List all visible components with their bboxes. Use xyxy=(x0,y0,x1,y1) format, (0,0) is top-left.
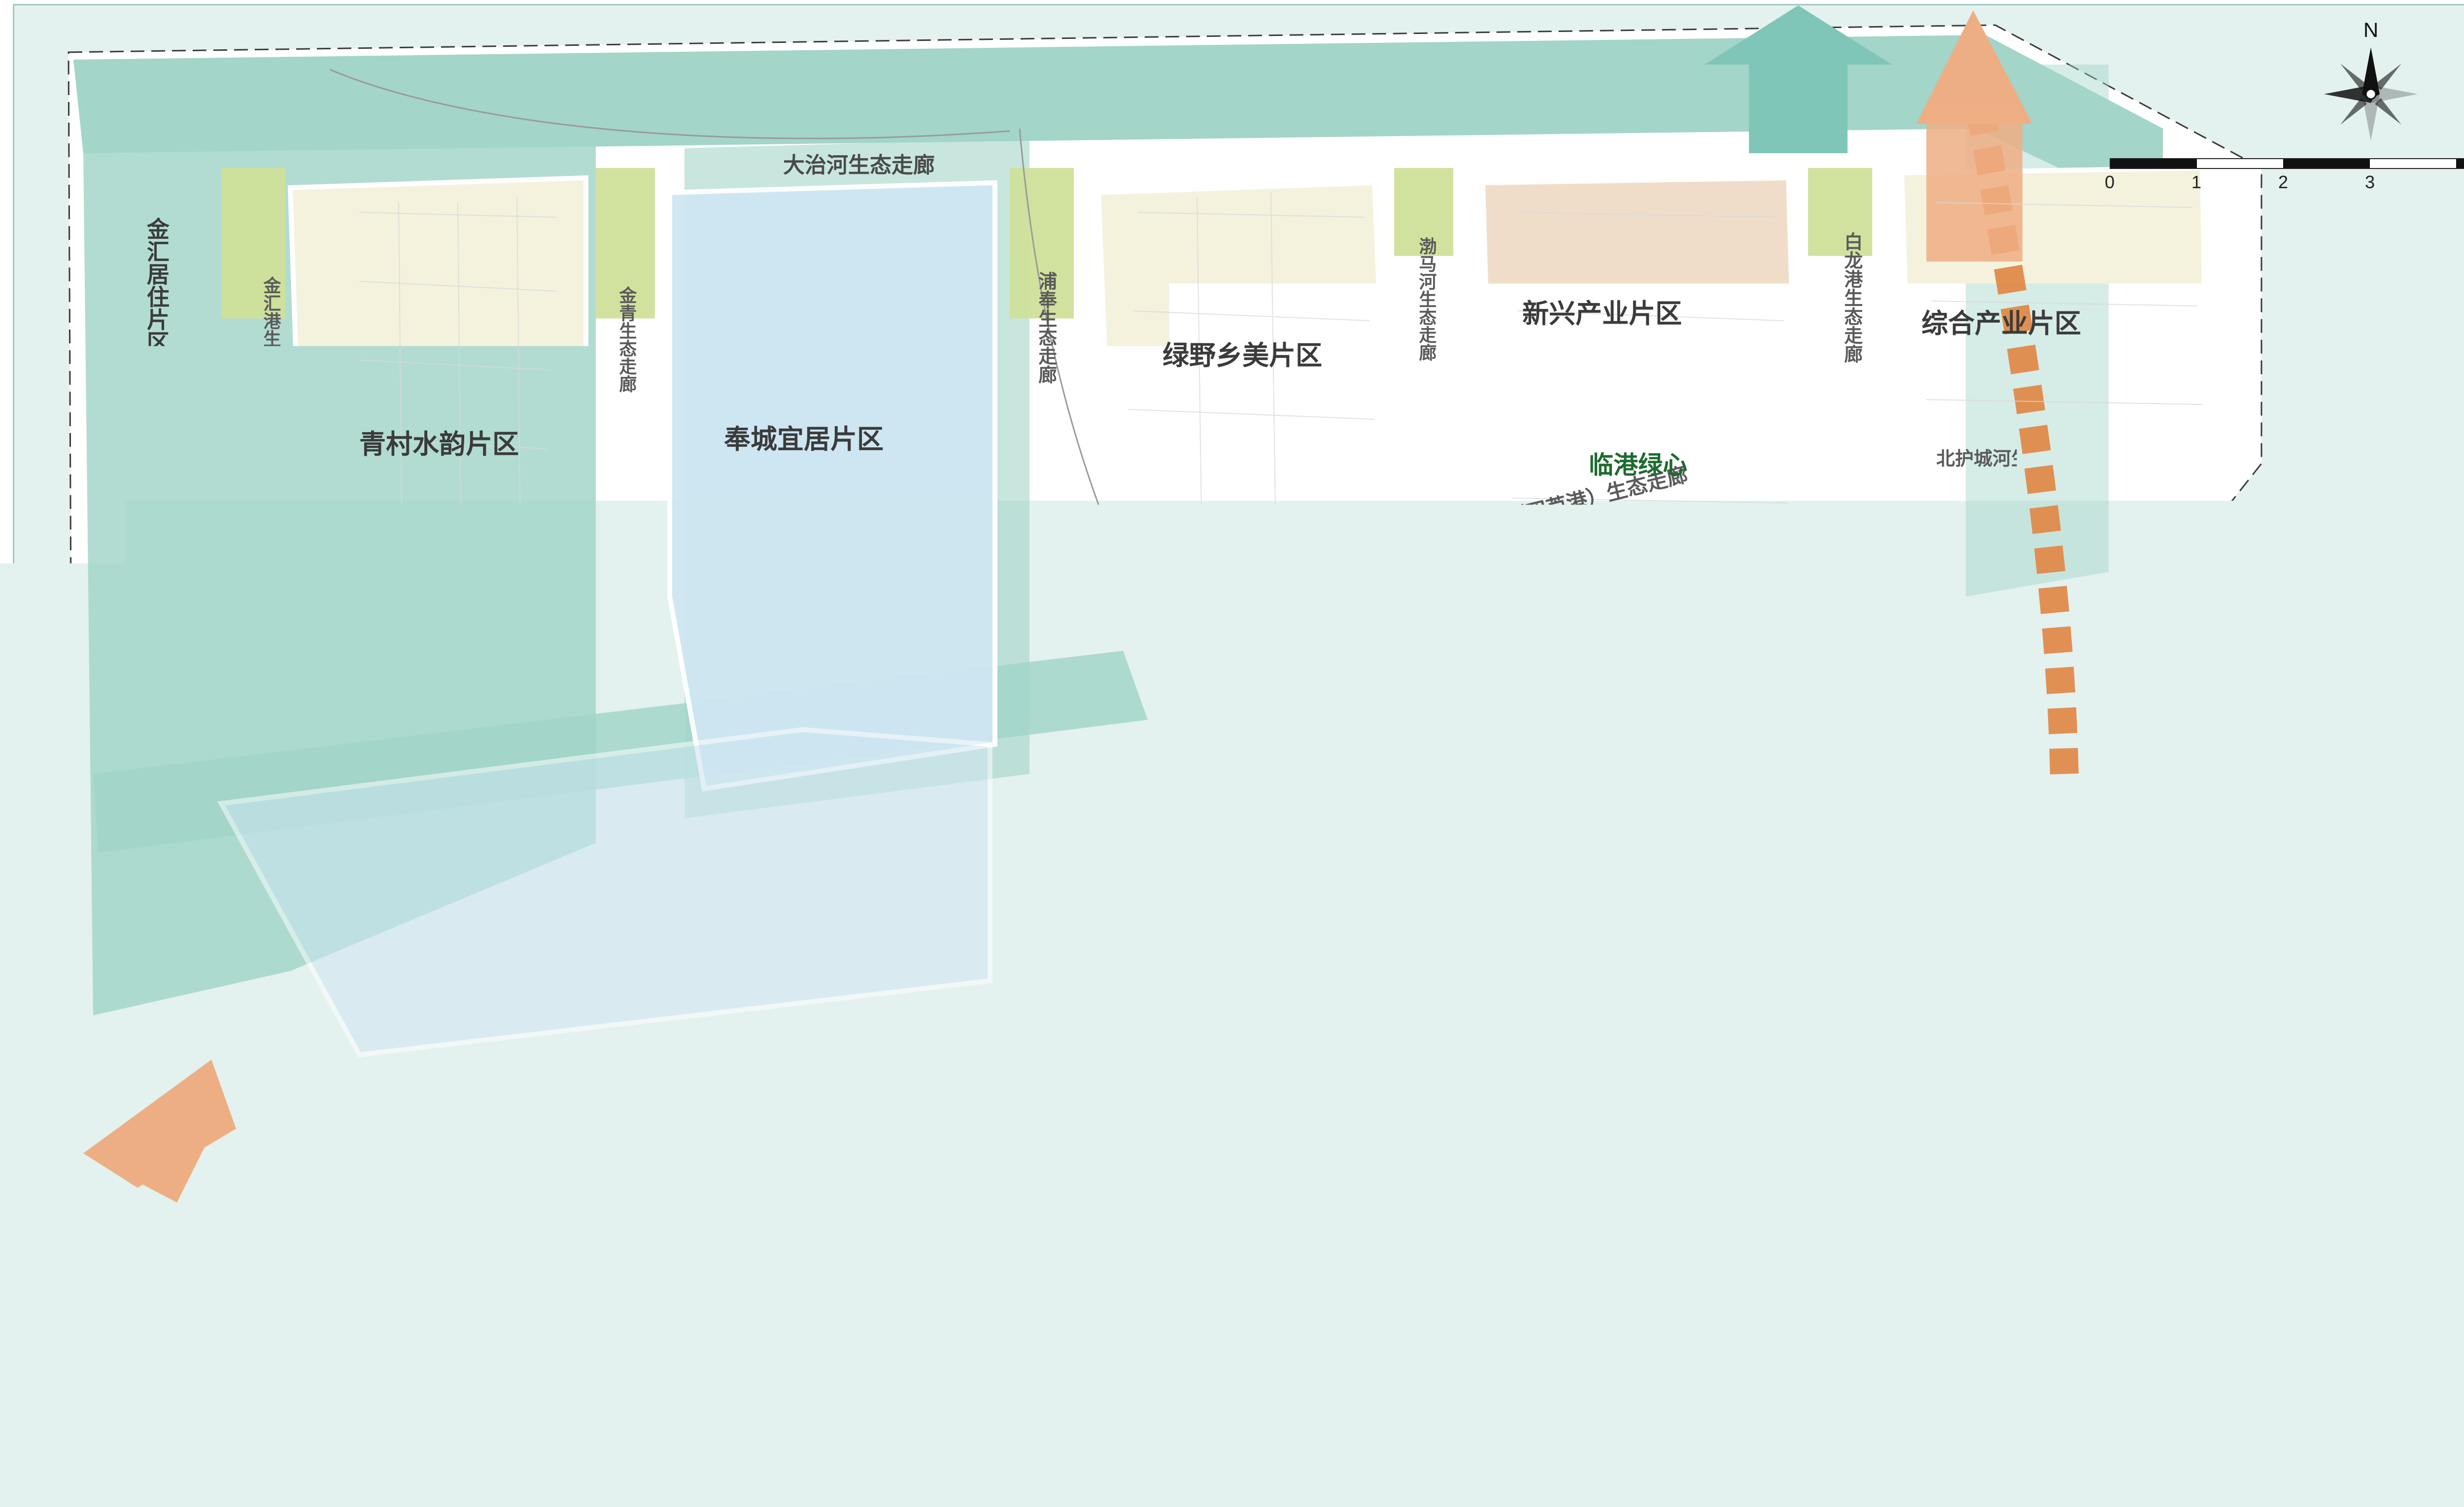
legend-label-river: 骨干河道 xyxy=(565,1334,640,1361)
legend-label-belt: 沿海发展集聚带 xyxy=(230,1300,361,1327)
legend-label-core-sub: 周边地区功能核心 xyxy=(230,1369,379,1396)
region-label-zonghe: 综合产业片区 xyxy=(1921,308,2081,339)
eco-label-dazhihe: 大治河生态走廊 xyxy=(783,153,935,178)
eco-label-beihuchenghe: 北护城河生态走廊 xyxy=(1936,449,2086,470)
legend-item-eco-main: 主要生态走廊 xyxy=(153,1399,379,1434)
belt-label: 沿海发展集聚带 xyxy=(1345,909,1607,952)
scale-bar: 0 1 2 3 5km xyxy=(2110,158,2464,196)
region-label-qingcun: 青村水韵片区 xyxy=(359,429,519,460)
map-graphics xyxy=(14,5,2464,1239)
region-label-xinxing: 新兴产业片区 xyxy=(1522,299,1682,329)
legend-swatch-eco-main xyxy=(153,1406,216,1427)
legend-title: 图 例 xyxy=(30,1320,88,1357)
legend-swatch-eco-sec xyxy=(488,1302,551,1324)
eco-label-bailonggang: 白龙港生态走廊 xyxy=(1840,232,1862,363)
eco-label-pufeng: 浦奉生态走廊 xyxy=(1034,271,1056,384)
legend-swatch-core-sub xyxy=(153,1371,216,1393)
compass-rose: N N xyxy=(2307,20,2435,148)
eco-label-jinqing: 金青生态走廊 xyxy=(616,286,637,393)
legend-item-belt: 沿海发展集聚带 xyxy=(153,1296,379,1330)
eco-label-punan: 浦南运河生态走廊 xyxy=(1098,592,1256,614)
region-label-dishuihu: 滴水湖核心片区 xyxy=(1926,540,2113,570)
region-label-fengcheng-yiju: 奉城宜居片区 xyxy=(724,424,884,455)
legend-item-core-sub: 周边地区功能核心 xyxy=(153,1365,379,1399)
legend-swatch-boundary xyxy=(488,1371,551,1393)
legend-label-eco-main: 主要生态走廊 xyxy=(230,1403,342,1430)
legend-label-eco-sec: 次要生态走廊 xyxy=(565,1300,677,1327)
legend-item-river: 骨干河道 xyxy=(488,1330,677,1365)
legend-swatch-core-main xyxy=(153,1337,216,1358)
legend-label-boundary: 区界 xyxy=(565,1369,602,1396)
legend-item-boundary: 区界 xyxy=(488,1365,677,1399)
scale-tick-0: 0 xyxy=(2105,172,2115,193)
legend-column-1: 沿海发展集聚带 主城区功能核心 周边地区功能核心 主要生态走廊 xyxy=(153,1296,379,1434)
green-core-label-lingang: 临港绿心 xyxy=(1589,451,1687,480)
region-label-lvye: 绿野乡美片区 xyxy=(1163,340,1322,371)
eco-label-bomahe: 渤马河生态走廊 xyxy=(1416,237,1437,361)
legend-label-plan-area: 规划范围 xyxy=(565,1403,640,1430)
core-label-zhucheng: 主城区功能核心 xyxy=(1971,843,2191,879)
svg-text:N: N xyxy=(2363,20,2378,41)
scale-tick-2: 2 xyxy=(2278,172,2288,193)
legend-item-eco-sec: 次要生态走廊 xyxy=(488,1296,677,1330)
legend-swatch-belt xyxy=(153,1302,216,1324)
legend-column-2: 次要生态走廊 骨干河道 区界 规划范围 xyxy=(488,1296,677,1434)
legend-swatch-river xyxy=(488,1337,551,1358)
legend-item-plan-area: 规划范围 xyxy=(488,1399,677,1434)
legend-swatch-plan-area xyxy=(488,1406,551,1427)
eco-label-jinhuigang: 金汇港生态走廊 xyxy=(261,276,281,401)
region-label-haiwan-tese: 海湾特色功能片区 xyxy=(547,1015,744,1044)
region-label-xianjin-zhizao: 先进智造片区 xyxy=(1345,739,1505,770)
green-core-label-haiwan-forest: 海湾森林 xyxy=(832,919,931,948)
legend-label-core-main: 主城区功能核心 xyxy=(230,1334,361,1361)
scale-tick-3: 3 xyxy=(2365,172,2375,193)
map-canvas[interactable]: 金汇居住片区 青村水韵片区 奉城宜居片区 绿野乡美片区 新兴产业片区 综合产业片… xyxy=(13,4,2464,1239)
scale-tick-1: 1 xyxy=(2191,172,2201,193)
legend-item-core-main: 主城区功能核心 xyxy=(153,1330,379,1365)
core-label-fengcheng: 奉城功能核心 xyxy=(667,700,839,733)
region-label-jinhui-residential: 金汇居住片区 xyxy=(143,217,170,353)
core-label-haiwan: 海湾功能核心 xyxy=(325,1104,496,1137)
legend: 图 例 沿海发展集聚带 主城区功能核心 周边地区功能核心 主要生态走廊 xyxy=(30,1291,2464,1488)
